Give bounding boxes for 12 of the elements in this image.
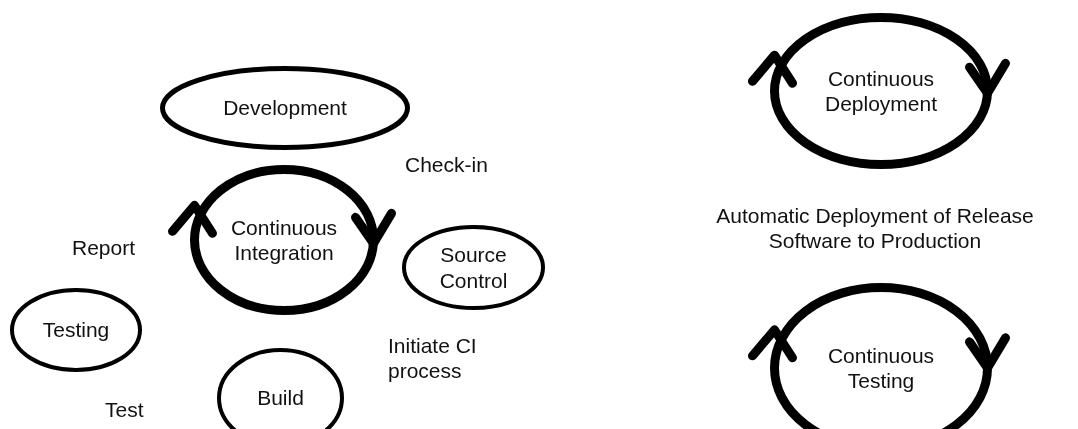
annotation-text: Automatic Deployment of Release Software to Production xyxy=(715,203,1035,254)
node-label: Development xyxy=(223,95,347,121)
node-label: Source Control xyxy=(438,242,509,293)
annotation-text: Initiate CI process xyxy=(388,333,478,384)
node-label: Testing xyxy=(42,317,110,343)
node-label: Build xyxy=(257,385,304,411)
annotation-text: Test xyxy=(105,397,145,423)
node-label: Continuous Integration xyxy=(229,214,339,266)
annotation-text: Report xyxy=(72,235,137,261)
node-label: Continuous Testing xyxy=(826,342,936,394)
annotation-text: Check-in xyxy=(405,152,489,178)
node-label: Continuous Deployment xyxy=(823,65,939,117)
